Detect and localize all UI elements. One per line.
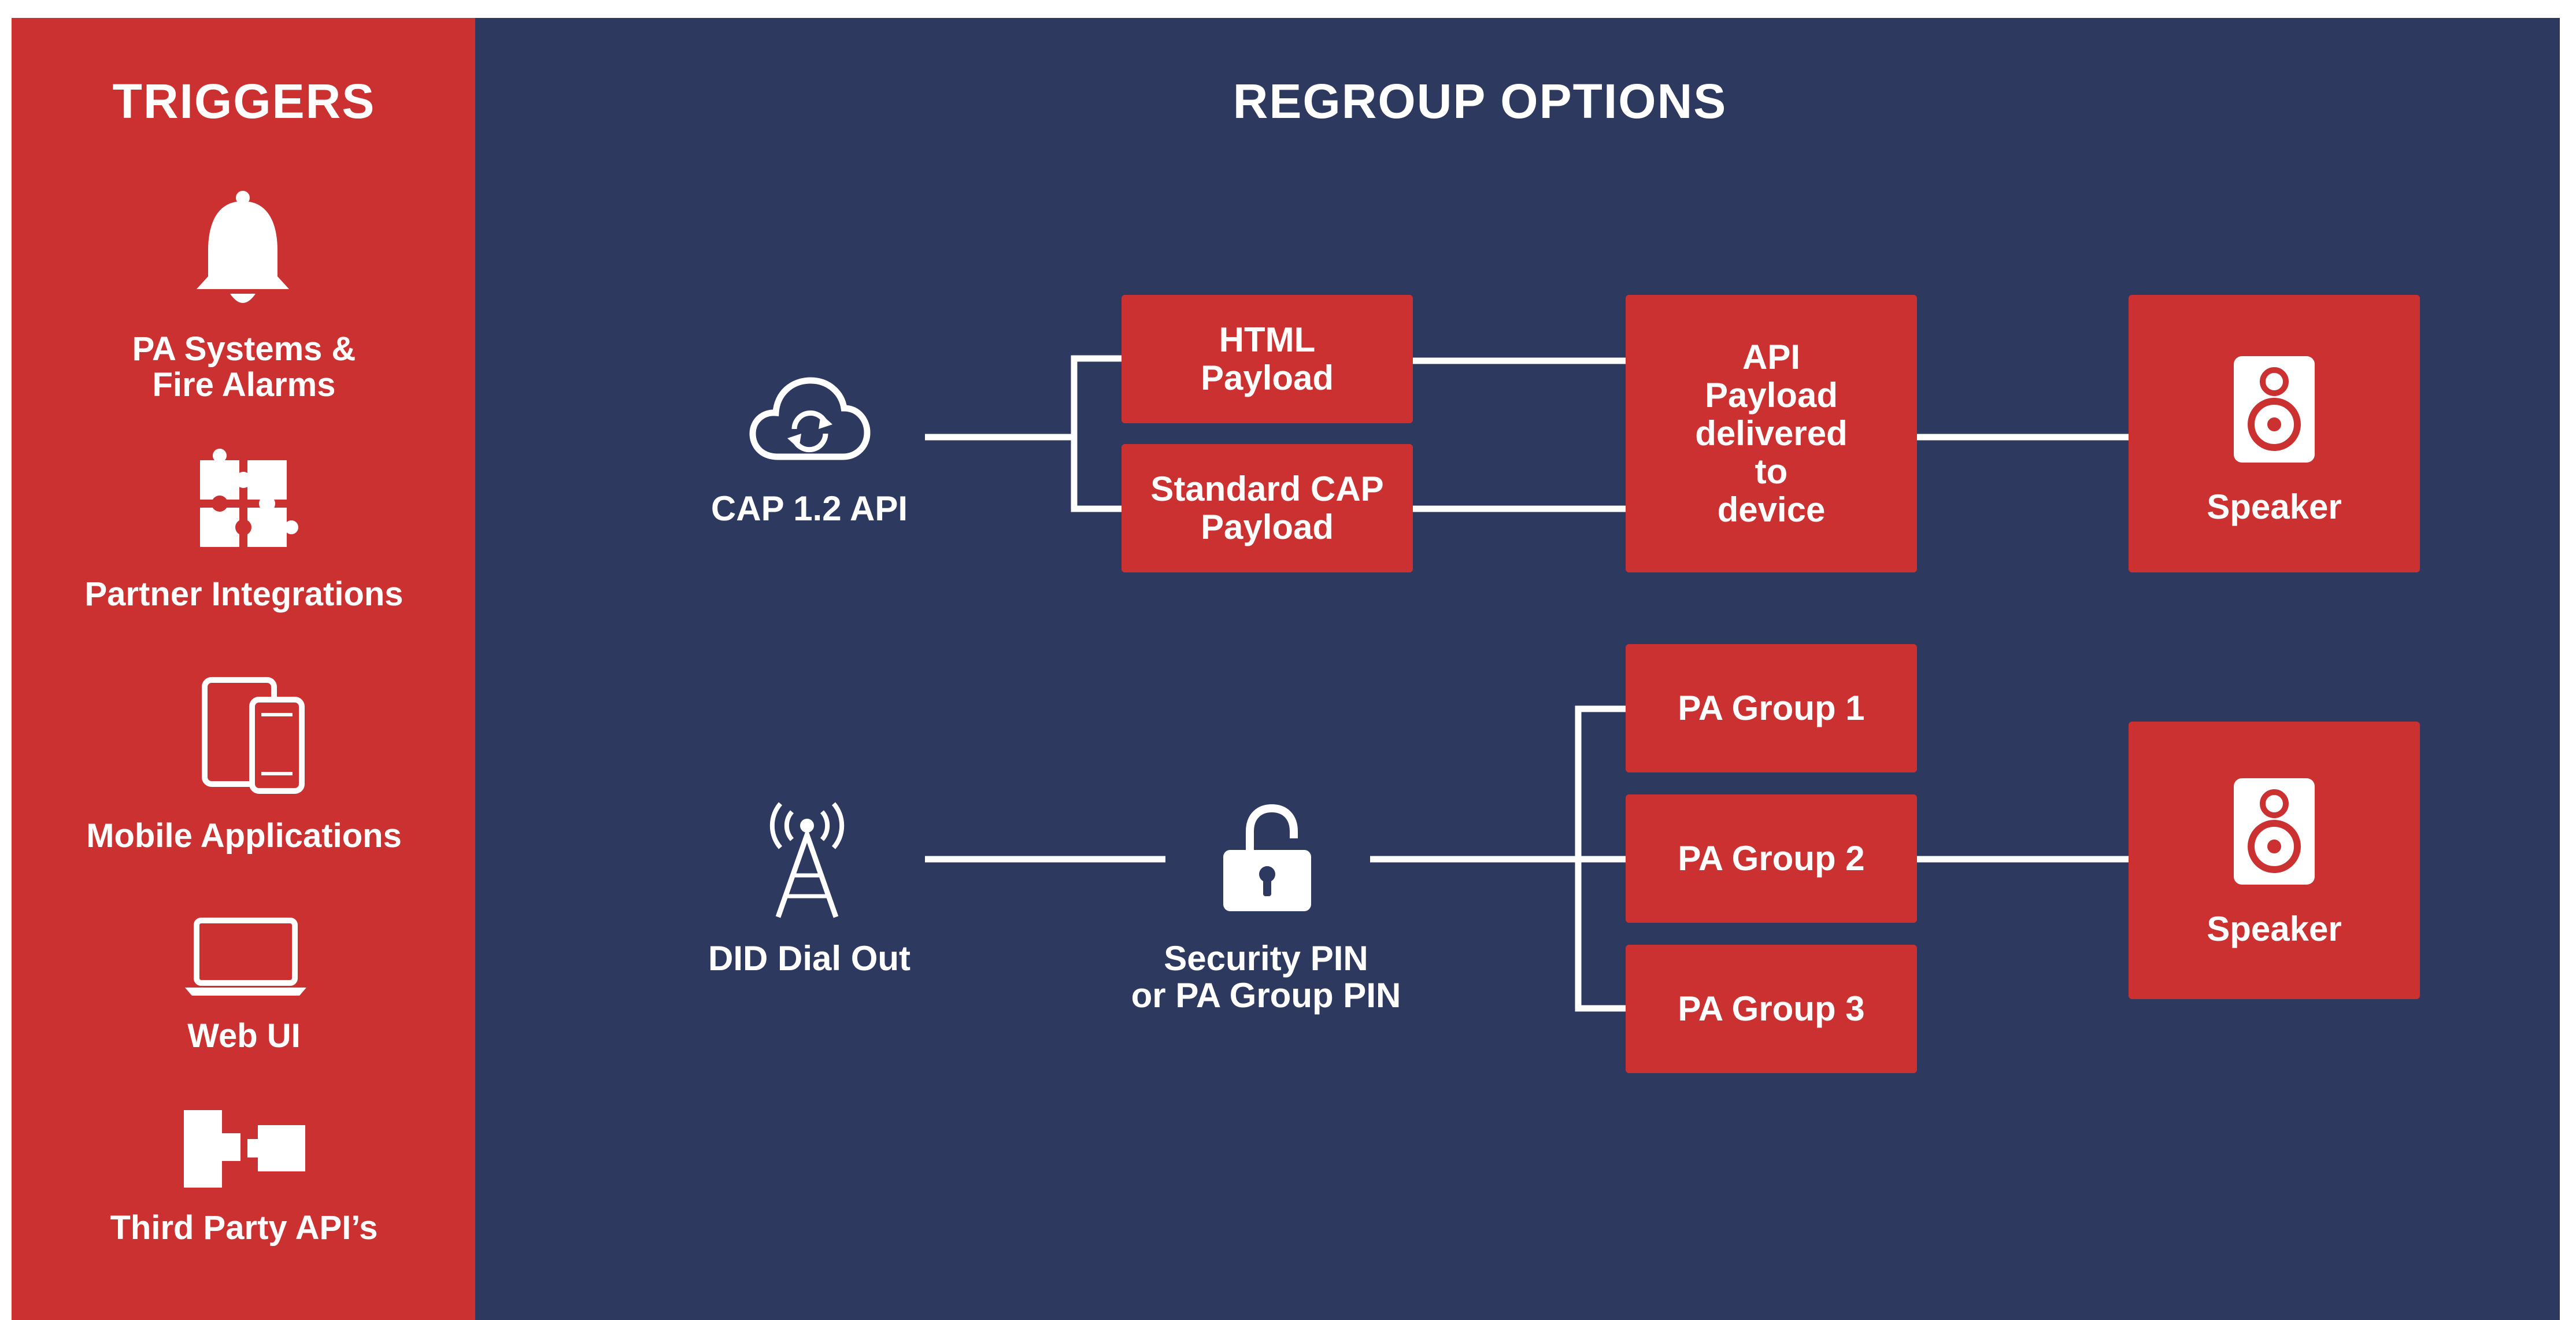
api-payload-box: API Payload delivered to device [1626, 295, 1917, 572]
did-dial-out-label: DID Dial Out [708, 939, 911, 978]
pa-group-2-box: PA Group 2 [1626, 794, 1917, 923]
trigger-label-pa-systems-line2: Fire Alarms [152, 366, 336, 404]
trigger-label-third-party: Third Party API’s [110, 1209, 378, 1247]
api-payload-label: API Payload delivered to device [1695, 338, 1848, 529]
pa-group-3-label: PA Group 3 [1678, 989, 1865, 1028]
cap-api-label: CAP 1.2 API [710, 489, 908, 528]
pa-group-1-label: PA Group 1 [1678, 689, 1865, 727]
standard-cap-payload-box: Standard CAP Payload [1122, 444, 1413, 572]
security-pin-label-line1: Security PIN [1164, 939, 1368, 978]
puzzle-icon [200, 449, 298, 547]
bell-icon [197, 191, 289, 303]
speaker-label-cap: Speaker [2207, 487, 2342, 526]
trigger-label-pa-systems-line1: PA Systems & [132, 330, 356, 368]
unlocked-padlock-icon [1223, 804, 1311, 911]
pa-group-3-box: PA Group 3 [1626, 945, 1917, 1073]
triggers-panel [12, 18, 560, 1320]
mobile-devices-icon [202, 677, 305, 794]
trigger-label-partner: Partner Integrations [84, 575, 404, 613]
html-payload-box: HTML Payload [1122, 295, 1413, 423]
triggers-title: TRIGGERS [112, 74, 376, 128]
speaker-label-did: Speaker [2207, 909, 2342, 948]
radio-tower-icon [769, 802, 845, 918]
cloud-sync-icon [749, 377, 871, 460]
pa-group-2-label: PA Group 2 [1678, 839, 1865, 878]
security-pin-label-line2: or PA Group PIN [1131, 976, 1401, 1015]
regroup-panel [475, 18, 2560, 1320]
pa-group-1-box: PA Group 1 [1626, 644, 1917, 772]
speaker-icon [2234, 778, 2315, 885]
speaker-icon [2234, 356, 2315, 463]
regroup-title: REGROUP OPTIONS [1233, 74, 1727, 128]
html-payload-label: HTML Payload [1200, 320, 1334, 397]
trigger-label-web-ui: Web UI [187, 1017, 301, 1055]
speaker-box-did: Speaker [2129, 722, 2420, 999]
standard-cap-payload-label: Standard CAP Payload [1150, 469, 1384, 546]
laptop-icon [185, 918, 306, 996]
speaker-box-cap: Speaker [2129, 295, 2420, 572]
trigger-label-mobile: Mobile Applications [86, 817, 402, 855]
api-connector-icon [184, 1110, 305, 1188]
